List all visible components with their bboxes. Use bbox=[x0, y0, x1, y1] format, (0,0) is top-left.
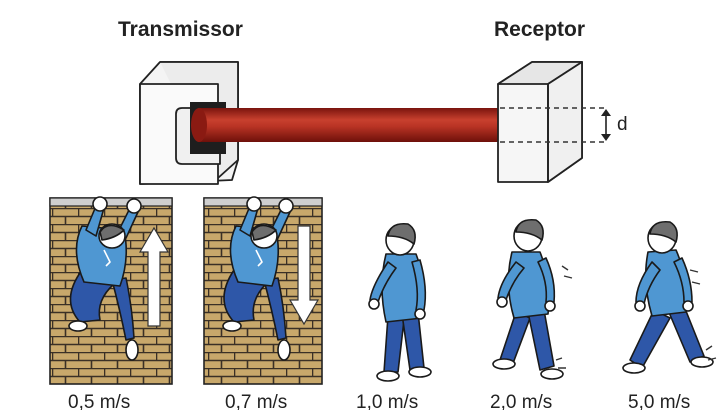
speed-label-climb-up: 0,5 m/s bbox=[68, 392, 131, 410]
speed-label-climb-down: 0,7 m/s bbox=[225, 392, 288, 410]
speed-label-walk-medium: 2,0 m/s bbox=[490, 392, 553, 410]
arrow-down-icon bbox=[288, 225, 320, 326]
climber-down-panel bbox=[203, 196, 323, 385]
receiver-device bbox=[497, 61, 606, 183]
walker-figure-1 bbox=[368, 222, 432, 382]
climber-figure bbox=[222, 196, 294, 361]
walker-figure-2 bbox=[492, 218, 573, 380]
speed-label-run: 5,0 m/s bbox=[628, 392, 691, 410]
climber-up-panel bbox=[49, 196, 173, 385]
receiver-label: Receptor bbox=[494, 18, 586, 41]
walker-figure-3 bbox=[622, 220, 717, 374]
arrow-up-icon bbox=[138, 226, 170, 327]
distance-label: d bbox=[617, 114, 628, 135]
transmitter-label: Transmissor bbox=[118, 18, 243, 41]
light-beam bbox=[191, 108, 500, 142]
speed-label-walk-slow: 1,0 m/s bbox=[356, 392, 419, 410]
climber-figure bbox=[68, 196, 142, 361]
distance-marker bbox=[601, 109, 611, 141]
